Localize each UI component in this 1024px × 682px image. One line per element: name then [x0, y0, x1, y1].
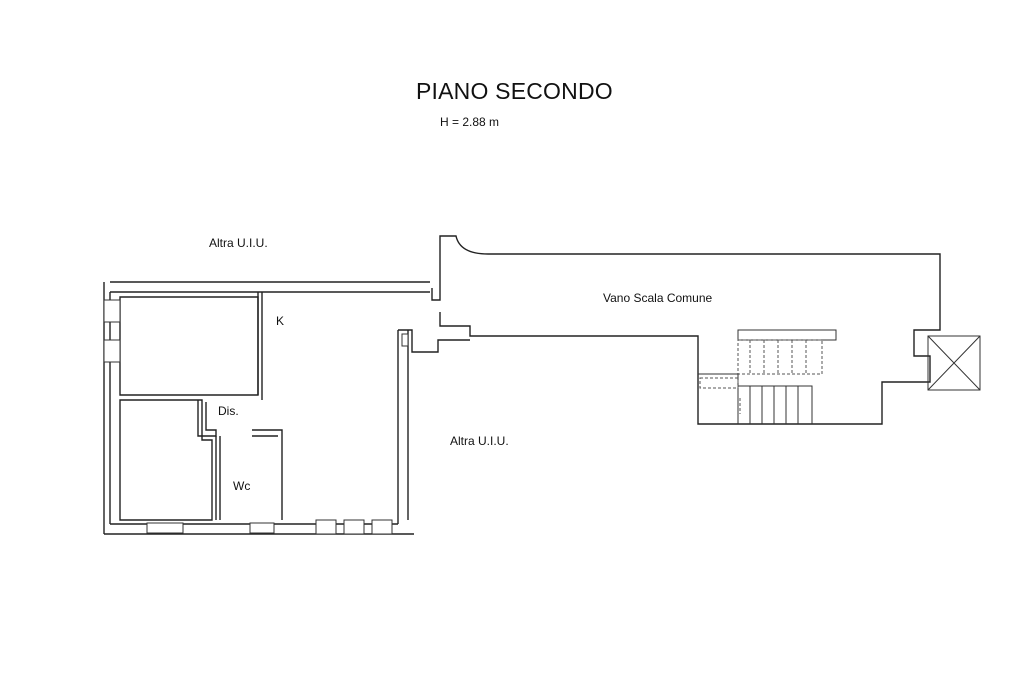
- label-altra-uiu-top: Altra U.I.U.: [209, 236, 268, 250]
- room-label-wc: Wc: [233, 479, 251, 493]
- ceiling-height-note: H = 2.88 m: [440, 115, 500, 129]
- room-label-kitchen: K: [276, 314, 285, 328]
- vano-scala-walls: [431, 235, 981, 425]
- label-altra-uiu-mid: Altra U.I.U.: [450, 434, 509, 448]
- room-label-disimpegno: Dis.: [218, 404, 239, 418]
- windows: [103, 299, 409, 535]
- label-vano-scala: Vano Scala Comune: [603, 291, 713, 305]
- apartment-walls: [103, 281, 470, 535]
- plan-title: PIANO SECONDO: [416, 78, 613, 104]
